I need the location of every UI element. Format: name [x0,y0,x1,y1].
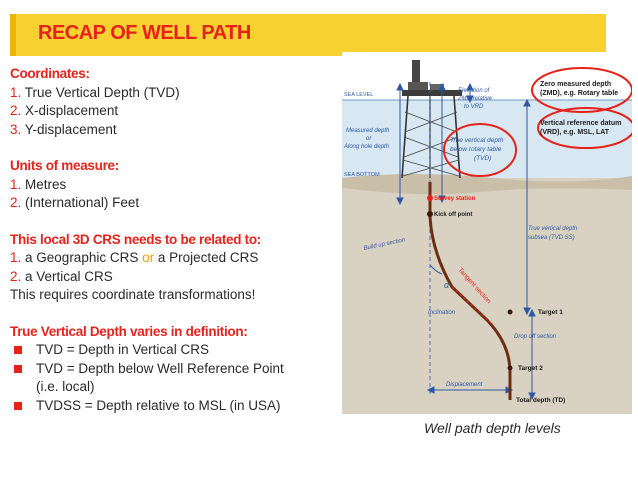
inclination-label: Inclination [428,310,456,316]
target-1-marker [507,309,513,315]
tvd-label-2: below rotary table [450,146,502,153]
diagram-caption: Well path depth levels [424,420,561,436]
crs-note: This requires coordinate transformations… [10,287,256,302]
sky-area [342,52,632,100]
elevation-label-1: Elevation of [458,88,491,94]
title-bar: RECAP OF WELL PATH [10,14,606,56]
tangent-marker [451,286,493,325]
zmd-highlight [531,67,632,113]
list-item: 2. X-displacement [10,103,119,118]
content-column: Coordinates: 1. True Vertical Depth (TVD… [10,65,340,415]
alpha-label: α [444,280,450,290]
bullet-item: TVDSS = Depth relative to MSL (in USA) [10,397,340,416]
bullet-continuation: (i.e. local) [36,379,95,394]
drop-off-label: Drop off section [514,334,557,340]
seabed-band [342,174,632,195]
slide-title: RECAP OF WELL PATH [38,22,251,44]
tvd-highlight [443,123,517,177]
inclination-arc [429,264,443,275]
list-item: 1. a Geographic CRS or a Projected CRS [10,250,259,265]
total-depth-label: Total depth (TD) [516,397,565,404]
tvd-label-3: (TVD) [474,155,491,162]
kick-off-label: Kick off point [434,212,472,218]
units-heading: Units of measure: [10,158,119,173]
list-item: 1. Metres [10,176,67,192]
sea-bottom-label: SEA BOTTOM [344,172,380,178]
elevation-label-2: ZMD relative [457,96,493,102]
tvdss-label-1: True vertical depth [528,226,578,232]
list-item: 2. a Vertical CRS [10,268,113,284]
bullet-square-icon [14,346,22,354]
md-label-2: or [366,136,372,142]
tvd-label-1: True vertical depth [450,137,504,144]
bullet-square-icon [14,364,22,373]
coordinates-heading: Coordinates: [10,66,90,81]
vrd-label-1: Vertical reference datum [540,120,621,127]
crs-heading: This local 3D CRS needs to be related to… [10,231,262,247]
vrd-highlight [537,107,632,149]
tvd-heading: True Vertical Depth varies in definition… [10,323,248,339]
well-path-diagram: SEA LEVEL SEA BOTTOM Zero measured depth… [342,52,632,414]
seabed-layer [342,178,632,414]
dimension-arrows [396,82,536,401]
title-accent [10,14,16,56]
bullet-item: TVD = Depth in Vertical CRS [10,341,340,360]
list-item: 1. True Vertical Depth (TVD) [10,84,180,100]
sea-level-label: SEA LEVEL [344,92,373,98]
survey-station-label: Survey station [434,196,476,202]
survey-station-marker [427,195,433,201]
displacement-label: Displacement [446,382,483,388]
md-label-1: Measured depth [346,128,390,134]
target-2-label: Target 2 [518,365,543,372]
elevation-label-3: to VRD [464,104,484,110]
zmd-label-1: Zero measured depth [540,81,611,88]
target-2-marker [507,365,513,371]
target-1-label: Target 1 [538,309,563,316]
bullet-item: TVD = Depth below Well Reference Point [10,360,340,379]
drilling-rig-icon [401,60,462,179]
zmd-label-2: (ZMD), e.g. Rotary table [540,90,618,97]
vrd-label-2: (VRD), e.g. MSL, LAT [540,129,610,136]
list-item: 3. Y-displacement [10,121,117,137]
kick-off-marker [427,211,433,217]
md-label-3: Along hole depth [343,144,390,150]
tvdss-label-2: subsea (TVD SS) [528,235,575,241]
water-layer [342,100,632,178]
list-item: 2. (International) Feet [10,195,140,210]
bullet-square-icon [14,401,22,410]
